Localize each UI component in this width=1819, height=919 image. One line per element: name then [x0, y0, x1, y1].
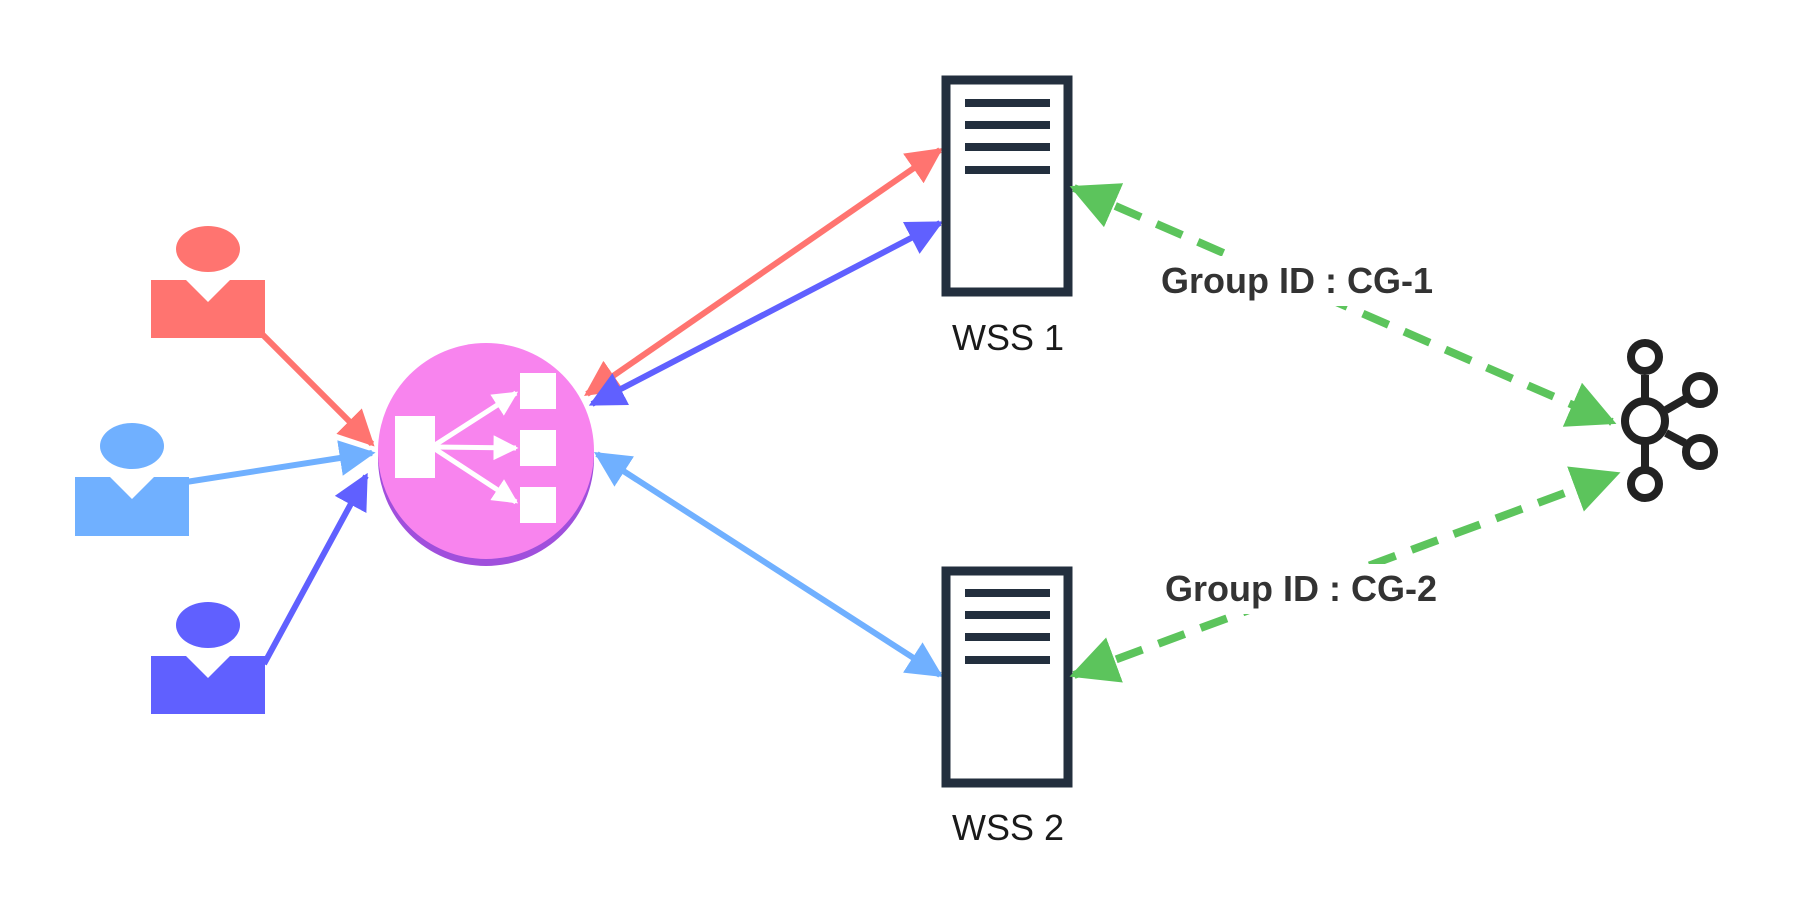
user-icon: [151, 226, 265, 338]
arrow-indigo-balancer-wss1: [588, 220, 944, 407]
client-red: [151, 226, 265, 338]
arrow-red-client-to-balancer: [259, 331, 375, 447]
group-label-cg-2: Group ID : CG-2: [1141, 564, 1461, 614]
user-icon: [151, 602, 265, 714]
client-indigo: [151, 602, 265, 714]
arrow-red-balancer-wss1: [584, 147, 943, 397]
load-balancer-icon: [395, 373, 556, 523]
group-id-label: Group ID : CG-1: [1161, 260, 1433, 301]
arrow-lightblue-client-to-balancer: [185, 440, 376, 485]
arrow-indigo-client-to-balancer: [261, 472, 369, 666]
server-wss-2: WSS 2: [941, 566, 1073, 848]
client-light-blue: [75, 423, 189, 536]
group-id-label: Group ID : CG-2: [1165, 568, 1437, 609]
server-wss-1: WSS 1: [941, 75, 1073, 358]
server-icon: [941, 566, 1073, 788]
user-icon: [75, 423, 189, 536]
arrow-lightblue-balancer-wss2: [593, 451, 944, 678]
server-label: WSS 2: [952, 807, 1064, 848]
load-balancer: [378, 343, 594, 566]
kafka-icon: [1621, 339, 1718, 502]
server-icon: [941, 75, 1073, 297]
group-label-cg-1: Group ID : CG-1: [1137, 256, 1457, 306]
server-label: WSS 1: [952, 317, 1064, 358]
